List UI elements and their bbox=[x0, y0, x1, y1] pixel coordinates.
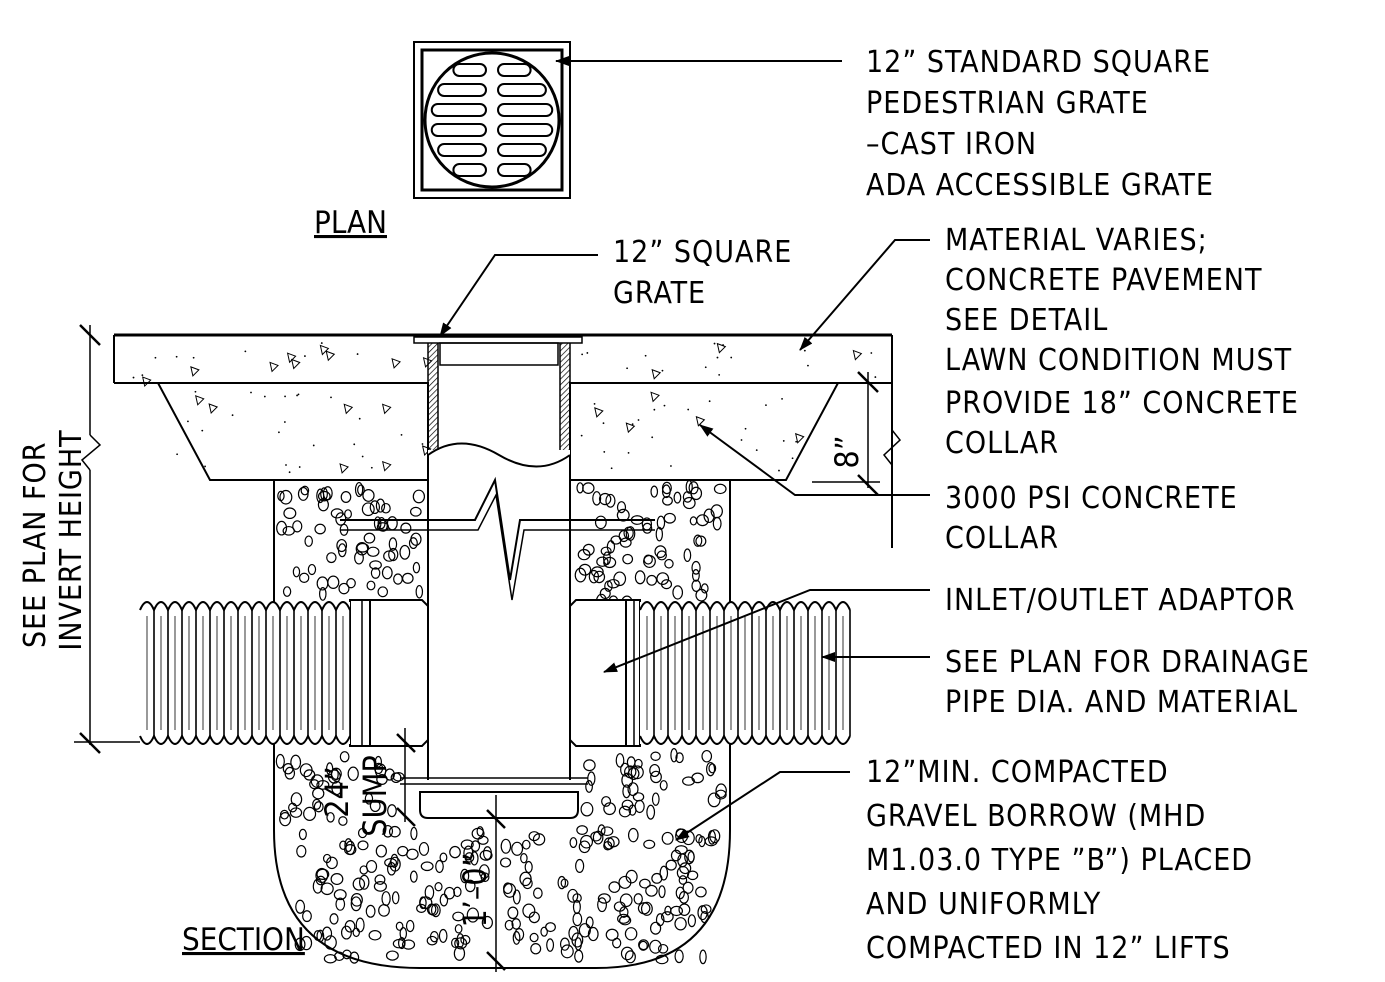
material-label: MATERIAL VARIES; CONCRETE PAVEMENT SEE D… bbox=[945, 223, 1308, 461]
section-title: SECTION bbox=[182, 922, 305, 958]
concrete-collar-label: 3000 PSI CONCRETE COLLAR bbox=[945, 481, 1247, 556]
bottom-gravel-dimension bbox=[486, 795, 506, 972]
plan-title: PLAN bbox=[314, 205, 387, 241]
drainage-pipe-label: SEE PLAN FOR DRAINAGE PIPE DIA. AND MATE… bbox=[945, 645, 1320, 720]
gravel-label: 12”MIN. COMPACTED GRAVEL BORROW (MHD M1.… bbox=[866, 755, 1263, 966]
material-leader bbox=[799, 239, 930, 351]
bottom-gravel-value: 1’–0” bbox=[456, 852, 494, 927]
invert-height-dimension bbox=[74, 324, 140, 754]
sump-dimension bbox=[396, 728, 416, 827]
concrete-collar-right bbox=[569, 382, 840, 481]
gravel-leader bbox=[675, 771, 850, 841]
adaptor-label: INLET/OUTLET ADAPTOR bbox=[945, 583, 1295, 618]
outlet-adaptor bbox=[569, 599, 641, 747]
collar-depth-dimension bbox=[812, 371, 902, 496]
square-grate-leader bbox=[439, 254, 598, 337]
plan-grate bbox=[413, 41, 571, 199]
concrete-collar-left bbox=[156, 382, 429, 481]
std-grate-label: 12” STANDARD SQUARE PEDESTRIAN GRATE –CA… bbox=[866, 45, 1221, 203]
concrete-texture bbox=[132, 342, 877, 474]
gravel-texture bbox=[275, 479, 727, 965]
sump-label: SUMP bbox=[356, 755, 394, 837]
adaptor-leader bbox=[603, 589, 930, 673]
gravel-envelope bbox=[273, 480, 731, 969]
drainage-pipe-left bbox=[139, 601, 351, 745]
grate-slots bbox=[430, 63, 554, 177]
invert-height-label: SEE PLAN FOR INVERT HEIGHT bbox=[18, 429, 89, 650]
riser-pipe bbox=[340, 442, 655, 819]
collar-depth-value: 8” bbox=[828, 435, 866, 468]
sump-value: 24” bbox=[318, 766, 356, 818]
square-grate-label: 12” SQUARE GRATE bbox=[613, 235, 802, 311]
collar-leader bbox=[699, 424, 930, 496]
drainage-pipe-right bbox=[639, 601, 851, 745]
